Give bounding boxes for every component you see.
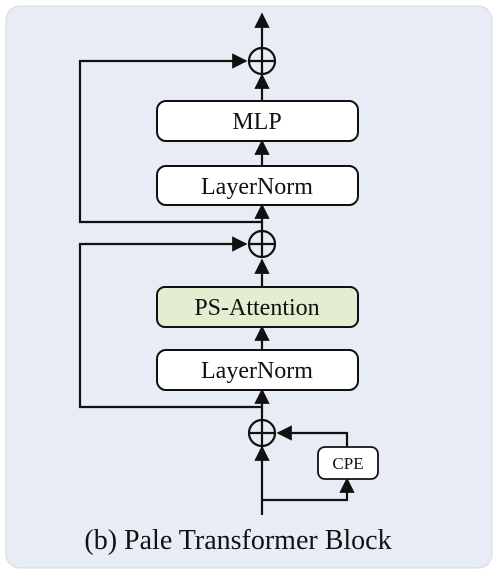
residual-lower: [78, 236, 262, 409]
ps-attention-label: PS-Attention: [194, 295, 319, 321]
plus-node-bottom: [247, 418, 277, 448]
cpe-label: CPE: [332, 454, 363, 473]
plus-node-top: [247, 46, 277, 76]
cpe-branch-out: [276, 425, 349, 447]
cpe-branch-in: [262, 477, 355, 502]
residual-upper: [78, 53, 262, 224]
layernorm-bottom-block: LayerNorm: [156, 349, 359, 391]
mlp-label: MLP: [232, 109, 281, 135]
ps-attention-block: PS-Attention: [156, 286, 359, 328]
layernorm-bottom-label: LayerNorm: [201, 358, 313, 384]
layernorm-top-block: LayerNorm: [156, 165, 359, 206]
mlp-block: MLP: [156, 100, 359, 142]
plus-node-middle: [247, 229, 277, 259]
cpe-block: CPE: [317, 446, 379, 480]
layernorm-top-label: LayerNorm: [201, 174, 313, 200]
diagram-caption: (b) Pale Transformer Block: [84, 525, 391, 556]
residual-connections: [78, 53, 355, 502]
